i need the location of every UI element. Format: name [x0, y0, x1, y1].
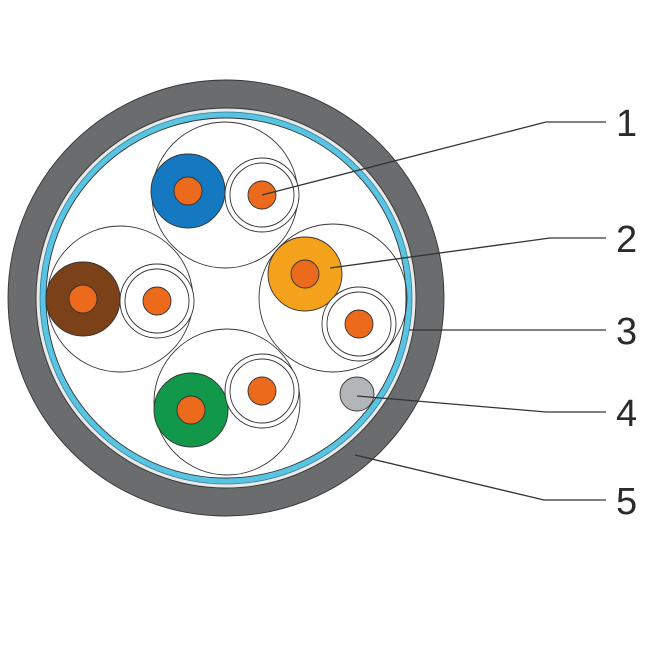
conductor — [290, 259, 320, 289]
callout-number-1: 1 — [616, 103, 637, 145]
leader-line-5 — [354, 454, 606, 501]
leader-line-2 — [329, 237, 606, 269]
callout-number-5: 5 — [616, 481, 637, 523]
wire-insulation-white-inner — [326, 291, 392, 357]
twisted-pair-green — [153, 328, 301, 476]
twisted-pair-orange — [258, 223, 408, 373]
leader-line-1 — [261, 121, 606, 196]
conductor — [247, 376, 277, 406]
pair-boundary — [153, 328, 301, 476]
drain-wire — [339, 376, 375, 412]
callout-number-2: 2 — [616, 219, 637, 261]
leader-line-4 — [356, 395, 606, 413]
conductor — [68, 284, 98, 314]
callout-number-3: 3 — [616, 311, 637, 353]
conductor — [176, 395, 206, 425]
wire-insulation-white-inner — [229, 358, 295, 424]
twisted-pair-blue — [150, 121, 300, 269]
wire-insulation-white-inner — [124, 268, 190, 334]
callout-number-4: 4 — [616, 393, 637, 435]
conductor — [344, 309, 374, 339]
conductor — [142, 286, 172, 316]
pair-boundary — [258, 223, 408, 373]
wire-insulation-white-inner — [229, 162, 295, 228]
twisted-pair-brown — [45, 225, 195, 373]
conductor — [173, 176, 203, 206]
